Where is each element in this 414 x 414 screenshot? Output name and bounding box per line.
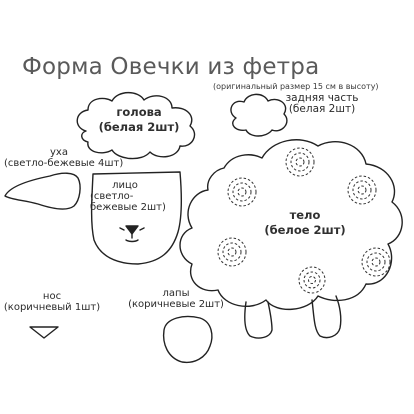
face-label-line3: бежевые 2шт) [90,202,166,213]
curl-3 [347,175,377,205]
curl-5 [217,237,247,267]
ear-shape [4,172,81,210]
nose-label: нос (коричневый 1шт) [2,291,102,313]
back-part-label-name: задняя часть [285,92,359,104]
page-title: Форма Овечки из фетра [22,54,320,80]
head-label: голова (белая 2шт) [96,105,182,135]
head-label-detail: (белая 2шт) [98,120,180,134]
body-leg-left [244,301,273,339]
leg-piece-shape [162,315,213,364]
nose-shape [29,326,59,339]
back-part-shape [230,93,288,137]
body-label-detail: (белое 2шт) [264,223,346,237]
ears-label-detail: (светло-бежевые 4шт) [4,158,124,169]
page-subtitle: (оригинальный размер 15 см в высоту) [213,82,379,91]
nose-label-name: нос [42,291,62,302]
face-nose-mark [125,225,139,235]
face-label-line1: лицо [112,180,138,191]
face-label: лицо (светло- бежевые 2шт) [90,180,166,213]
legs-label-name: лапы [162,288,190,299]
legs-label: лапы (коричневые 2шт) [126,288,226,310]
back-part-label: задняя часть (белая 2шт) [272,93,372,115]
head-label-name: голова [116,105,162,119]
nose-label-detail: (коричневый 1шт) [3,302,101,313]
body-leg-right [311,295,342,339]
body-label: тело (белое 2шт) [250,208,360,238]
curl-4 [361,247,391,277]
ears-label-name: уха [50,147,68,158]
legs-label-detail: (коричневые 2шт) [128,299,224,310]
curl-2 [285,147,315,177]
head-shape [76,91,196,160]
face-shape [90,171,183,265]
curl-1 [227,177,257,207]
ears-label: уха (светло-бежевые 4шт) [4,147,124,169]
curl-6 [298,266,326,294]
body-shape [179,139,403,311]
face-label-line2: (светло- [90,191,134,202]
body-label-name: тело [289,208,321,222]
back-part-label-detail: (белая 2шт) [288,103,356,115]
